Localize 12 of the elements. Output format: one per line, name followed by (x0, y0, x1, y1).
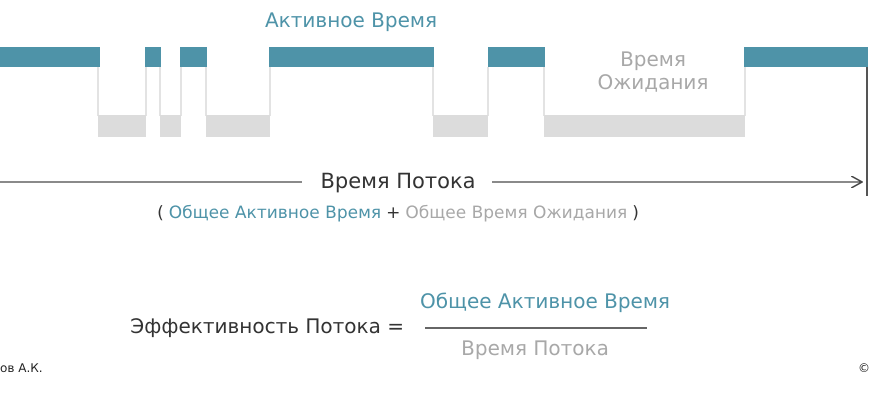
formula-text: Эффективность Потока = (130, 315, 404, 338)
total-waiting-time-text: Общее Время Ожидания (405, 203, 628, 223)
waiting-time-label: Время Ожидания (596, 48, 710, 94)
parenthesis: ( (157, 203, 164, 223)
denominator-text: Время Потока (461, 337, 609, 360)
active-time-label: Активное Время (265, 9, 437, 32)
plus-sign: + (386, 203, 400, 223)
numerator-text: Общее Активное Время (420, 290, 670, 313)
author-text: ов А.К. (0, 362, 43, 376)
total-active-time-text: Общее Активное Время (168, 203, 382, 223)
copyright-sign: © (858, 362, 870, 376)
parenthesis: ) (632, 203, 639, 223)
